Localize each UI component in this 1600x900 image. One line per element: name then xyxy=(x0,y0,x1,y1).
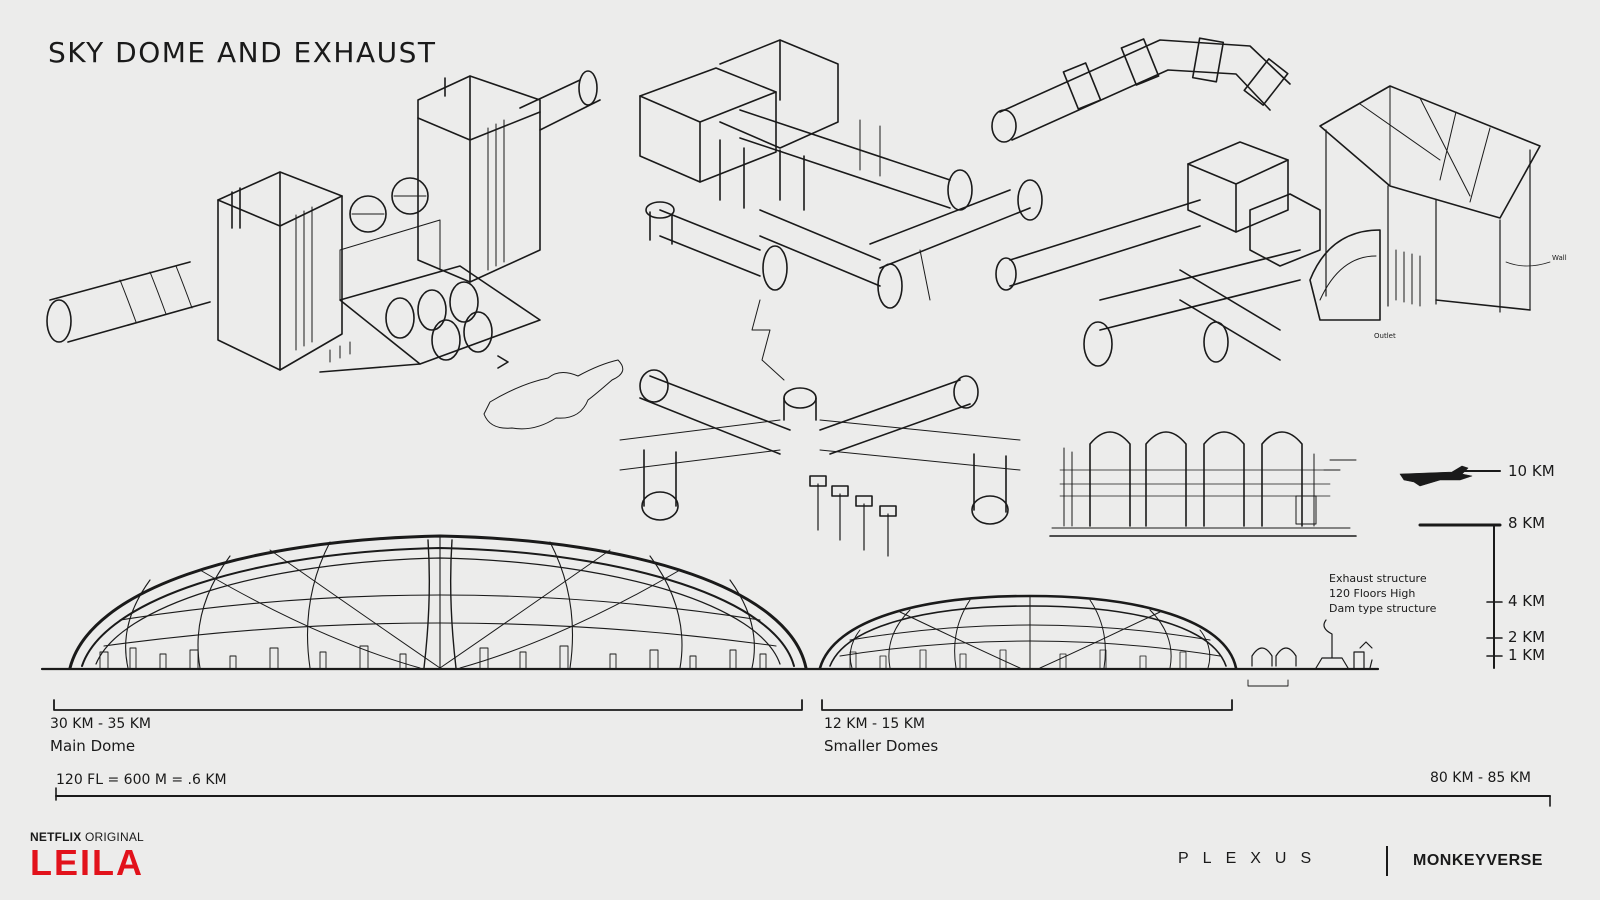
exhaust-note: Exhaust structure 120 Floors High Dam ty… xyxy=(1329,571,1436,616)
span-brackets xyxy=(54,700,1232,710)
plexus-logo: PLEXUS xyxy=(1178,850,1326,867)
altitude-tick-2km: 2 KM xyxy=(1508,628,1546,646)
exhaust-note-line-2: 120 Floors High xyxy=(1329,587,1416,600)
scale-right-label: 80 KM - 85 KM xyxy=(1430,770,1532,786)
airplane-icon xyxy=(1400,466,1472,486)
show-logo: LEILA xyxy=(30,842,144,883)
exhaust-note-line-1: Exhaust structure xyxy=(1329,572,1427,585)
pipe-network-sketch xyxy=(640,40,1042,308)
logo-divider xyxy=(1386,846,1388,876)
netflix-original-tag: NETFLIX ORIGINAL xyxy=(30,830,144,844)
altitude-scale xyxy=(1400,466,1502,668)
main-dome-label: Main Dome xyxy=(50,737,136,755)
scale-left-label: 120 FL = 600 M = .6 KM xyxy=(56,772,227,788)
netflix-wordmark: NETFLIX xyxy=(30,830,82,844)
wall-annotation: Wall xyxy=(1552,254,1567,262)
main-dome-drawing xyxy=(70,536,806,668)
outlet-annotation: Outlet xyxy=(1374,332,1396,340)
main-dome-range: 30 KM - 35 KM xyxy=(50,716,152,732)
altitude-tick-8km: 8 KM xyxy=(1508,514,1546,532)
full-scale-line xyxy=(56,788,1550,806)
smaller-dome-drawing xyxy=(820,596,1372,686)
exhaust-note-line-3: Dam type structure xyxy=(1329,602,1437,615)
page-title: SKY DOME AND EXHAUST xyxy=(48,36,437,69)
monkeyverse-logo: MONKEYVERSE xyxy=(1413,852,1543,869)
altitude-tick-4km: 4 KM xyxy=(1508,592,1546,610)
terrain-outline xyxy=(484,360,623,429)
altitude-tick-10km: 10 KM xyxy=(1508,462,1555,480)
facility-elevation-sketch xyxy=(1050,432,1356,536)
exhaust-plant-sketch xyxy=(47,71,600,372)
outlet-structure-sketch xyxy=(996,86,1550,366)
smaller-domes-range: 12 KM - 15 KM xyxy=(824,716,926,732)
smaller-domes-label: Smaller Domes xyxy=(824,737,939,755)
elbow-pipe-sketch xyxy=(992,38,1290,142)
altitude-tick-1km: 1 KM xyxy=(1508,646,1546,664)
original-word: ORIGINAL xyxy=(84,830,144,844)
cross-pipe-sketch xyxy=(620,300,1020,556)
